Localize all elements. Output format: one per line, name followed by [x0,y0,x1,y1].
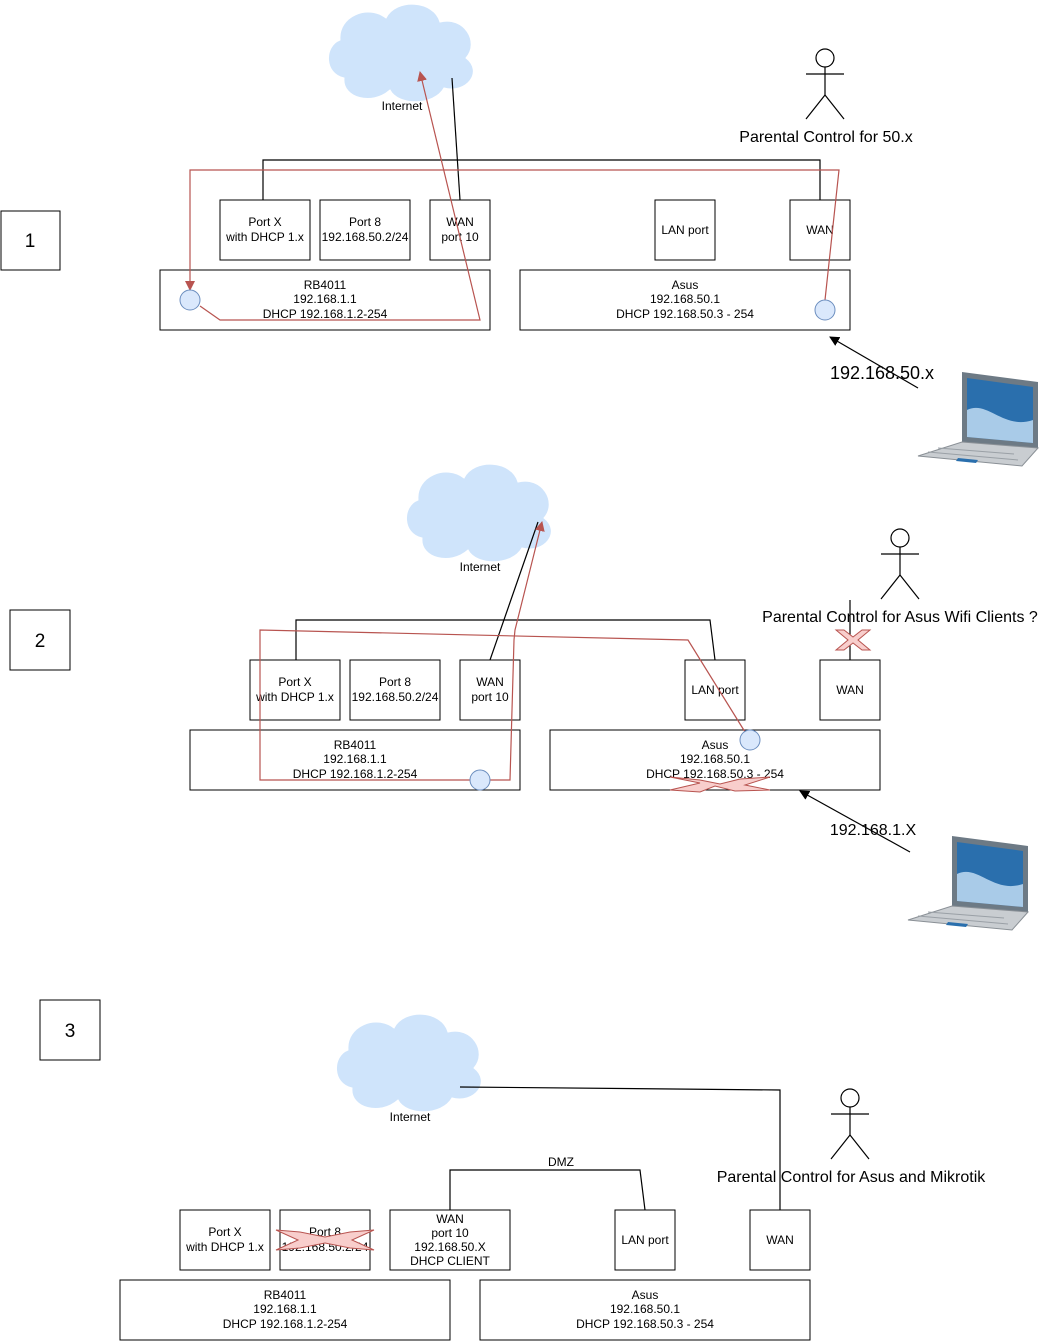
asus-lan-box [614,1209,676,1271]
wire-wan-internet [451,77,461,201]
dmz-label: DMZ [548,1155,574,1169]
asus-wan-label: WAN [836,683,864,697]
asus-node [739,729,761,751]
parent-actor-icon [830,1088,870,1160]
asus-lan-label: LAN port [621,1233,669,1247]
internet-label: Internet [460,560,501,574]
portx-box [179,1209,271,1271]
port8-box [319,199,411,261]
asus-wan-label: WAN [766,1233,794,1247]
port8-cross-icon [275,1229,375,1251]
rb-wan-box [459,659,521,721]
wire-portx-asus-wan [262,159,821,200]
laptop-icon [917,371,1039,467]
parent-actor-icon [805,48,845,120]
asus-box [519,269,851,331]
route-asus-to-rb [185,169,840,301]
asus-box [479,1279,811,1341]
step-3-box [39,999,101,1061]
actor-label: Parental Control for Asus Wifi Clients ? [762,609,1038,626]
route-asus-to-rb [259,629,751,781]
rb-wan-box [389,1209,511,1271]
parent-actor-icon [880,528,920,600]
actor-label: Parental Control for Asus and Mikrotik [717,1169,987,1186]
asus-box [549,729,881,791]
asus-lan-label: LAN port [691,683,739,697]
portx-box [249,659,341,721]
asus-node [814,299,836,321]
rb-node [179,289,201,311]
wire-wan-internet [489,521,539,661]
client-ip-label: 192.168.1.X [830,822,917,839]
internet-label: Internet [390,1110,431,1124]
asus-wan-label: WAN [806,223,834,237]
wire-portx-asus-lan [295,619,716,661]
asus-lan-box [654,199,716,261]
rb-wan-box [429,199,491,261]
port8-box [349,659,441,721]
internet-label: Internet [382,99,423,113]
client-arrow [829,336,919,389]
laptop-icon [907,835,1029,931]
asus-dhcp-cross-icon [669,776,771,793]
step-2-box [9,609,71,671]
rb-node [469,769,491,791]
internet-cloud-icon [335,1013,482,1113]
asus-wan-box [789,199,851,261]
asus-lan-label: LAN port [661,223,709,237]
client-ip-label: 192.168.50.x [830,363,934,383]
actor-label: Parental Control for 50.x [739,129,912,146]
client-arrow [799,790,911,853]
asus-wan-box [819,659,881,721]
asus-wan-box [749,1209,811,1271]
wire-internet-asus-wan [459,1086,781,1210]
route-rb-to-internet [199,71,481,321]
asus-wan-cross-icon [834,629,872,651]
route-rb-to-internet [480,521,545,781]
wire-dmz [449,1169,646,1211]
step-1-box [0,210,61,271]
portx-box [219,199,311,261]
step-2-label: 2 [35,631,46,652]
rb4011-box [119,1279,451,1341]
asus-lan-box [684,659,746,721]
step-3-label: 3 [65,1021,76,1042]
internet-cloud-icon [327,3,474,103]
step-1-label: 1 [25,231,36,252]
